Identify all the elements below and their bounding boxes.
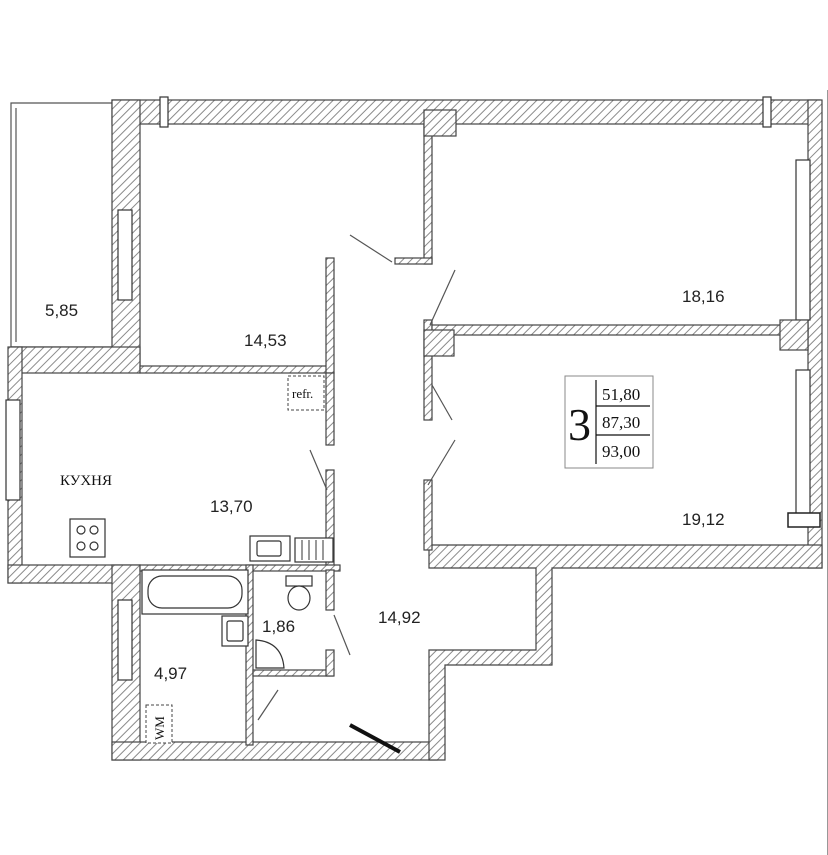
washing-machine <box>145 704 173 744</box>
interior-walls <box>139 109 809 746</box>
area-summary: 3 51,80 87,30 93,00 <box>564 375 654 469</box>
radiator <box>294 537 334 563</box>
kitchen-sink <box>249 535 291 562</box>
total-area: 87,30 <box>602 413 640 432</box>
hall-area-label: 14,92 <box>378 608 421 627</box>
kitchen-stove <box>69 518 106 558</box>
windows <box>5 90 828 855</box>
doors <box>257 234 456 754</box>
balcony-area-label: 5,85 <box>45 301 78 320</box>
bathroom-area-label: 1,86 <box>262 617 295 636</box>
total-with-balcony: 93,00 <box>602 442 640 461</box>
top-right-bedroom-area-label: 18,16 <box>682 287 725 306</box>
bottom-right-bedroom-area-label: 19,12 <box>682 510 725 529</box>
kitchen-area-label: 13,70 <box>210 497 253 516</box>
toilet <box>285 575 313 611</box>
small-bedroom-area-label: 14,53 <box>244 331 287 350</box>
wash-basin <box>221 615 249 647</box>
fridge-label: refr. <box>292 386 313 401</box>
washer-label: WM <box>152 716 167 740</box>
shower-corner <box>255 639 285 669</box>
rooms-count: 3 <box>568 399 591 450</box>
outer-walls <box>7 99 823 761</box>
living-area: 51,80 <box>602 385 640 404</box>
bathtub <box>141 569 249 615</box>
kitchen-name-label: КУХНЯ <box>60 473 112 489</box>
laundry-area-label: 4,97 <box>154 664 187 683</box>
fridge <box>287 375 325 411</box>
